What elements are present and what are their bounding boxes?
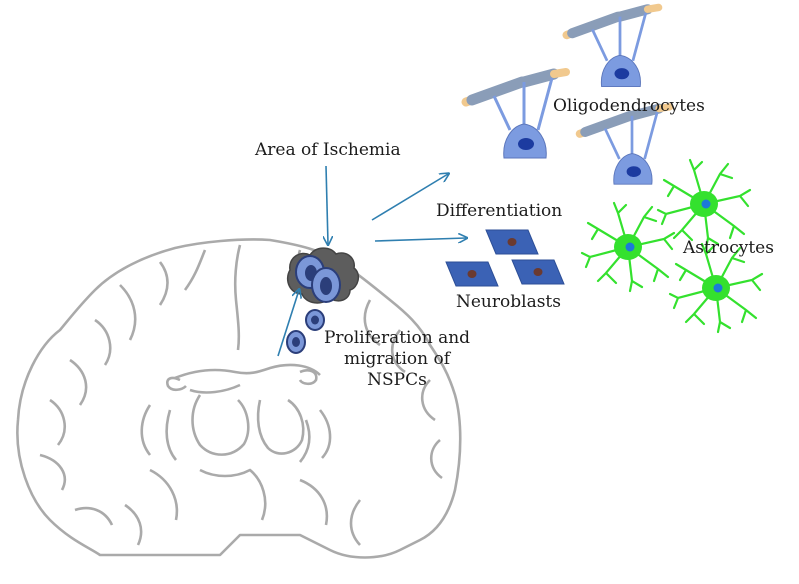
label-line: Proliferation and xyxy=(323,328,471,348)
arrow-ischemia-down xyxy=(326,165,328,244)
label-area-of-ischemia: Area of Ischemia xyxy=(255,140,401,160)
oligodendrocyte-cell xyxy=(567,7,659,86)
nspc-cluster xyxy=(295,255,341,303)
label-astrocytes: Astrocytes xyxy=(683,238,774,258)
neuroblast-cell xyxy=(485,229,539,255)
arrow-migration xyxy=(277,290,299,357)
corpus-callosum xyxy=(174,363,321,394)
label-line: migration of xyxy=(343,349,451,369)
arrows xyxy=(277,165,466,357)
label-oligodendrocytes: Oligodendrocytes xyxy=(553,96,705,116)
brain-outline xyxy=(16,238,462,559)
label-proliferation-migration: Proliferation and migration of NSPCs xyxy=(322,328,472,391)
label-neuroblasts: Neuroblasts xyxy=(456,292,561,312)
neuroblast-cell xyxy=(445,261,499,287)
oligodendrocyte-cell xyxy=(580,107,670,184)
ventricle-right xyxy=(256,398,305,455)
arrow-to-oligodendrocytes xyxy=(371,174,448,221)
brain-contour xyxy=(16,238,462,559)
oligodendrocyte-cell xyxy=(466,72,566,158)
migrating-nspcs xyxy=(286,309,325,354)
label-differentiation: Differentiation xyxy=(436,201,563,221)
neuroblast-cell xyxy=(511,259,565,285)
ventricle-left xyxy=(191,394,250,456)
astrocyte-cell xyxy=(580,201,676,293)
arrow-to-neuroblasts xyxy=(374,238,466,241)
label-line: NSPCs xyxy=(367,370,427,390)
